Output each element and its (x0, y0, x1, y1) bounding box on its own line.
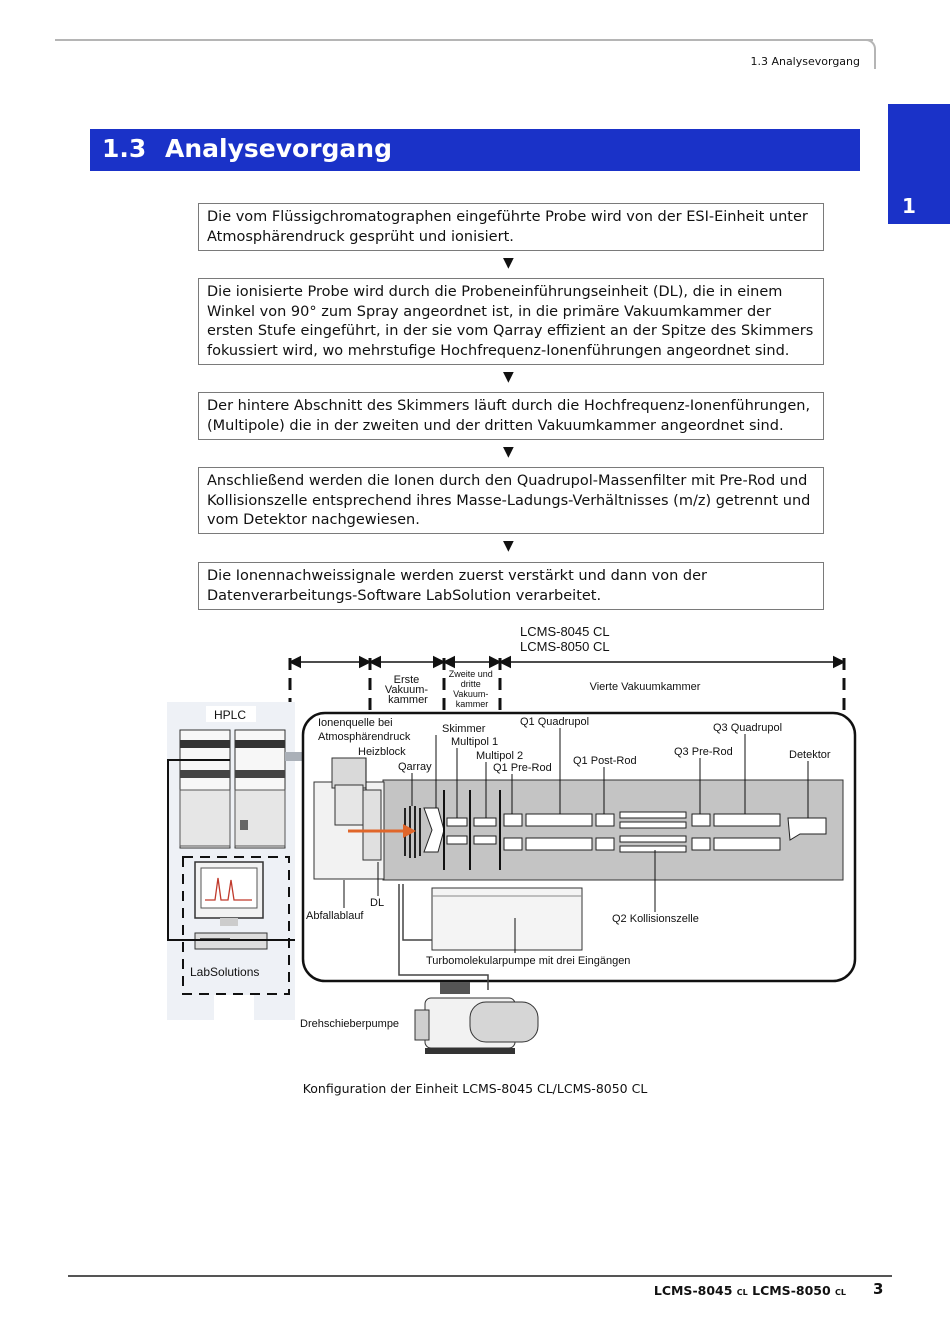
skimmer-label: Skimmer (442, 723, 486, 735)
q3-quadrupol-label: Q3 Quadrupol (713, 722, 782, 734)
ion-source-label: Ionenquelle bei Atmosphärendruck (318, 717, 411, 743)
chamber-walls (443, 790, 501, 870)
flow-step-3: Der hintere Abschnitt des Skimmers läuft… (198, 392, 824, 440)
skimmer-cone (423, 807, 445, 853)
footer-model: LCMS-8045 CL LCMS-8050 CL (653, 1283, 846, 1298)
flow-step-4: Anschließend werden die Ionen durch den … (198, 467, 824, 534)
q3-prerod-label: Q3 Pre-Rod (674, 746, 733, 758)
model-label-8045: LCMS-8045 CL (520, 624, 610, 639)
q1-prerod-label: Q1 Pre-Rod (493, 762, 552, 774)
chamber-23-label: Zweite und dritte Vakuum- kammer (449, 669, 496, 709)
flow-step-5: Die Ionennachweissignale werden zuerst v… (198, 562, 824, 610)
q1-quadrupol-label: Q1 Quadrupol (520, 716, 589, 728)
chamber-1-label: Erste Vakuum- kammer (385, 674, 431, 706)
header-corner (862, 39, 876, 69)
flow-arrow: ▼ (503, 444, 514, 460)
chamber-4-label: Vierte Vakuumkammer (590, 681, 701, 693)
section-number: 1.3 (102, 134, 147, 163)
multipol-2-label: Multipol 2 (476, 750, 523, 762)
flow-step-2: Die ionisierte Probe wird durch die Prob… (198, 278, 824, 365)
data-cable (167, 759, 295, 941)
qarray-label: Qarray (398, 761, 432, 773)
flow-arrow: ▼ (503, 538, 514, 554)
chapter-tab-label: 1 (902, 194, 916, 218)
labsolutions-label: LabSolutions (190, 965, 259, 979)
collision-cell-label: Q2 Kollisionszelle (612, 913, 699, 925)
turbo-pump-label: Turbomolekularpumpe mit drei Eingängen (426, 955, 630, 967)
rotary-pump-icon (414, 982, 539, 1054)
heater-block-label: Heizblock (358, 746, 406, 758)
vacuum-lines (398, 884, 489, 990)
flow-arrow: ▼ (503, 369, 514, 385)
q1-postrod-label: Q1 Post-Rod (573, 755, 637, 767)
hplc-modules (179, 729, 286, 849)
header-rule (55, 39, 873, 41)
hplc-label: HPLC (214, 708, 246, 722)
pc-monitor-icon (194, 861, 268, 950)
flow-step-1: Die vom Flüssigchromatographen eingeführ… (198, 203, 824, 251)
leader-lines (343, 728, 809, 953)
pc-dashed-box (182, 856, 290, 995)
ion-optics-rods (446, 811, 827, 853)
heater-block (362, 789, 382, 861)
chapter-tab: 1 (888, 104, 950, 224)
model-label-8050: LCMS-8050 CL (520, 639, 610, 654)
drain-label: Abfallablauf (306, 910, 364, 922)
multipol-1-label: Multipol 1 (451, 736, 498, 748)
hplc-label-box (206, 706, 256, 722)
detector-label: Detektor (789, 749, 831, 761)
figure-caption: Konfiguration der Einheit LCMS-8045 CL/L… (302, 1081, 648, 1096)
section-title-bar: 1.3 Analysevorgang (90, 129, 860, 171)
footer-rule (68, 1275, 892, 1277)
section-title: Analysevorgang (165, 134, 392, 163)
running-header: 1.3 Analysevorgang (750, 55, 860, 68)
ion-beam-arrowhead (403, 824, 416, 838)
turbo-pump-body (431, 887, 583, 951)
vacuum-chambers-body (382, 779, 844, 881)
rotary-pump-label: Drehschieberpumpe (300, 1018, 399, 1030)
flow-arrow: ▼ (503, 255, 514, 271)
dl-label: DL (370, 897, 384, 909)
lcms-configuration-diagram: LCMS-8045 CL LCMS-8050 CL Erste Vakuum- … (167, 624, 857, 1054)
esi-probe (331, 757, 367, 789)
page-number: 3 (873, 1280, 884, 1298)
